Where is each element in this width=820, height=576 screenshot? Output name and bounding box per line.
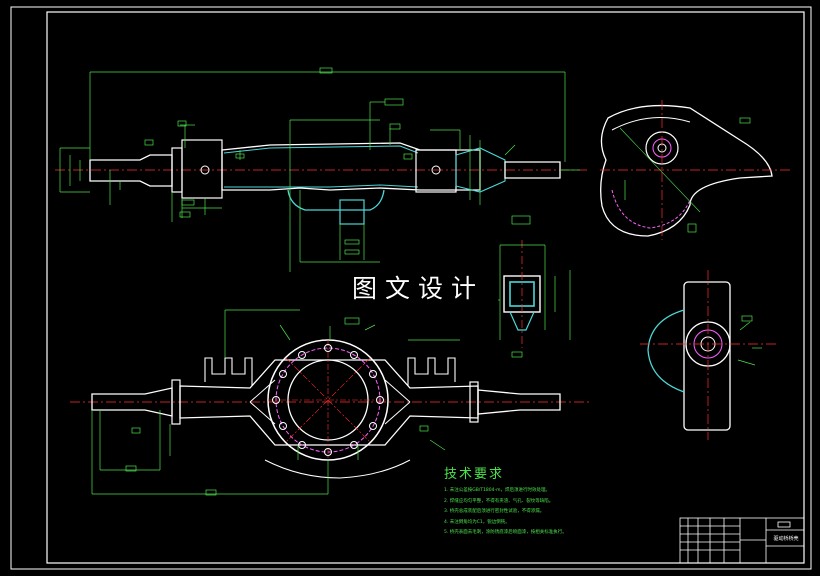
end-view-outline bbox=[683, 281, 731, 431]
tech-requirement-item: 4. 未注倒角均为C1，锐边倒钝。 bbox=[444, 519, 510, 525]
tech-requirement-item: 5. 桥壳表面去毛刺，涂防锈底漆后喷面漆，按相关标准执行。 bbox=[444, 530, 567, 536]
left-half-shaft bbox=[89, 154, 173, 187]
tech-requirements-title: 技术要求 bbox=[444, 467, 505, 482]
left-spring-seat bbox=[181, 139, 223, 199]
tech-requirement-item: 2. 焊缝应均匀平整，不得有夹渣、气孔、裂纹等缺陷。 bbox=[444, 498, 554, 504]
side-view-hidden-line bbox=[611, 189, 691, 229]
tube-wall-hatch-bottom bbox=[224, 184, 419, 188]
tube-wall-hatch-top bbox=[223, 145, 419, 154]
radial-centerlines bbox=[268, 340, 388, 460]
side-view-outline bbox=[600, 104, 773, 237]
side-view-inner-arc bbox=[611, 117, 691, 131]
end-view-housing bbox=[640, 270, 776, 440]
housing-tube bbox=[221, 142, 481, 191]
watermark-text: 图文设计 bbox=[338, 272, 498, 306]
end-view-arc bbox=[647, 309, 685, 393]
tech-requirements-list: 1. 未注公差按GB/T1804-m，焊后须进行时效处理。 2. 焊缝应均匀平整… bbox=[444, 486, 567, 539]
side-view-dimensions bbox=[624, 117, 751, 233]
section-dimensions bbox=[490, 215, 571, 358]
front-view-housing bbox=[70, 309, 590, 496]
drawing-frame bbox=[46, 11, 805, 564]
right-spring-seat bbox=[415, 149, 457, 193]
left-spring-bracket bbox=[204, 357, 253, 386]
right-bolt-hole bbox=[431, 165, 441, 175]
left-bolt-hole bbox=[200, 165, 210, 175]
right-half-shaft bbox=[504, 161, 561, 179]
housing-lower-edge bbox=[264, 459, 411, 479]
bulge-hatch bbox=[287, 189, 385, 211]
housing-bolt-holes bbox=[272, 344, 384, 456]
section-detail bbox=[490, 215, 571, 358]
outer-border bbox=[10, 6, 812, 570]
side-view-section-line bbox=[619, 127, 701, 213]
end-view-dimensions bbox=[737, 315, 762, 366]
front-right-flange bbox=[469, 381, 479, 423]
front-view-dimensions bbox=[91, 309, 460, 496]
section-web bbox=[509, 311, 535, 331]
drain-plug-boss bbox=[339, 199, 365, 225]
drawing-title: 驱动桥桥壳 bbox=[773, 536, 799, 542]
tech-requirement-item: 1. 未注公差按GB/T1804-m，焊后须进行时效处理。 bbox=[444, 488, 551, 493]
side-view-housing bbox=[600, 100, 790, 240]
tech-requirement-item: 3. 桥壳总成装配后须进行密封性试验，不得渗漏。 bbox=[444, 509, 545, 515]
top-view-dimensions bbox=[59, 67, 580, 272]
right-spring-bracket bbox=[407, 357, 456, 386]
front-housing-ribs bbox=[249, 379, 411, 425]
title-block bbox=[679, 517, 805, 564]
top-view-axle-housing bbox=[55, 67, 590, 272]
